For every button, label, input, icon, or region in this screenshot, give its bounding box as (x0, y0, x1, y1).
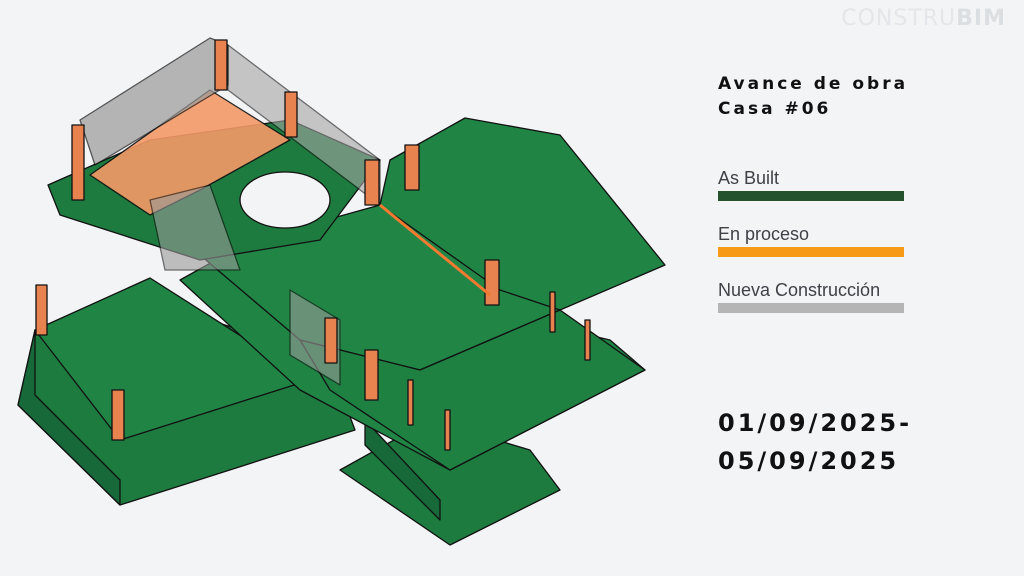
legend-label: As Built (718, 168, 780, 188)
column (214, 39, 228, 91)
legend-swatch-green (718, 191, 904, 201)
column (364, 159, 380, 206)
column (111, 389, 125, 441)
legend-en-proceso: En proceso (718, 224, 904, 257)
column (71, 124, 85, 201)
title-line-1: Avance de obra (718, 74, 909, 94)
date-end: 05/09/2025 (718, 447, 900, 475)
date-start: 01/09/2025- (718, 409, 913, 437)
legend-nueva-construccion: Nueva Construcción (718, 280, 904, 313)
column (444, 409, 451, 451)
legend-label: Nueva Construcción (718, 280, 881, 300)
logo-text-bold: BIM (956, 6, 1006, 31)
legend-swatch-orange (718, 247, 904, 257)
title-line-2: Casa #06 (718, 99, 832, 119)
block-front (364, 419, 441, 521)
legend-as-built: As Built (718, 168, 904, 201)
column (324, 317, 338, 364)
legend-swatch-gray (718, 303, 904, 313)
column (584, 319, 591, 361)
column (35, 284, 48, 336)
wall-left-wing (17, 329, 121, 506)
floor-front (299, 309, 646, 471)
column (404, 144, 420, 191)
date-range: 01/09/2025- 05/09/2025 (718, 404, 912, 480)
construbim-logo: CONSTRUBIM (841, 6, 1006, 31)
column (484, 259, 500, 306)
gray-wall-front (149, 184, 241, 271)
orange-beam (379, 203, 491, 297)
logo-text: CONSTRU (841, 6, 957, 31)
page-title: Avance de obra Casa #06 (718, 72, 908, 122)
circular-opening (239, 171, 331, 229)
column (284, 91, 298, 138)
building-3d-model (17, 37, 666, 546)
column (364, 349, 379, 401)
legend-label: En proceso (718, 224, 810, 244)
column (407, 379, 414, 426)
column (549, 291, 556, 333)
